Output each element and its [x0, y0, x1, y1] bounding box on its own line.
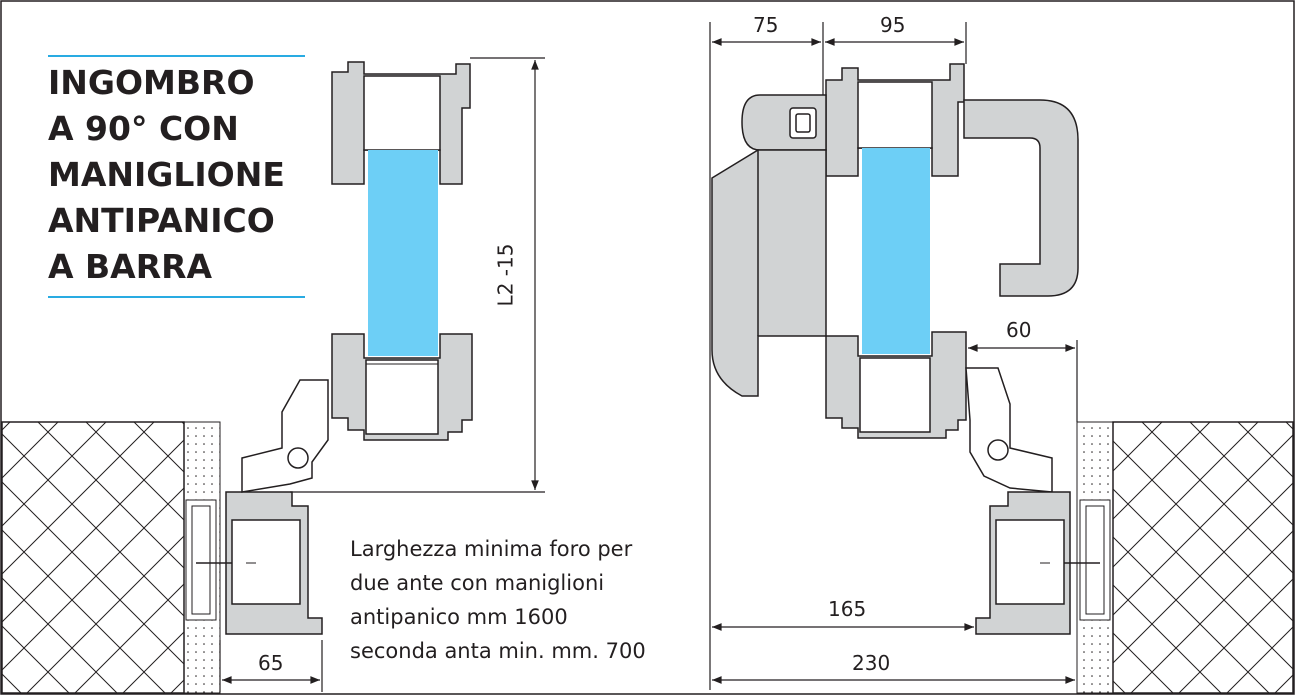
dimension-95-label: 95 — [880, 13, 906, 37]
left-hinge — [241, 379, 329, 493]
dimension-l2-label: L2 -15 — [493, 243, 518, 307]
note-line-2: due ante con maniglioni — [350, 571, 605, 595]
dimension-75-label: 75 — [753, 13, 779, 37]
dimension-230-label: 230 — [852, 651, 891, 675]
title-line-3: MANIGLIONE — [48, 155, 285, 194]
dimension-65-label: 65 — [258, 651, 284, 675]
panic-bar-housing — [711, 94, 827, 397]
right-leaf-glass — [862, 148, 930, 354]
title-line-4: ANTIPANICO — [48, 201, 275, 240]
dimension-lines — [219, 22, 1078, 692]
note-line-1: Larghezza minima foro per — [350, 537, 633, 561]
right-leaf — [825, 63, 967, 439]
title-line-1: INGOMBRO — [48, 63, 255, 102]
left-wall — [1, 421, 221, 694]
note-line-4: seconda anta min. mm. 700 — [350, 639, 646, 663]
right-frame-profile — [975, 491, 1100, 635]
right-hinge — [965, 367, 1053, 493]
left-leaf — [331, 61, 473, 441]
dimension-165-label: 165 — [828, 597, 867, 621]
title-line-5: A BARRA — [48, 247, 213, 286]
title-line-2: A 90° CON — [48, 109, 239, 148]
pull-handle — [963, 99, 1079, 297]
left-frame-profile — [196, 491, 323, 635]
left-leaf-glass — [368, 150, 438, 356]
right-wall — [1076, 421, 1294, 694]
dimension-60-label: 60 — [1006, 318, 1032, 342]
note-line-3: antipanico mm 1600 — [350, 605, 568, 629]
